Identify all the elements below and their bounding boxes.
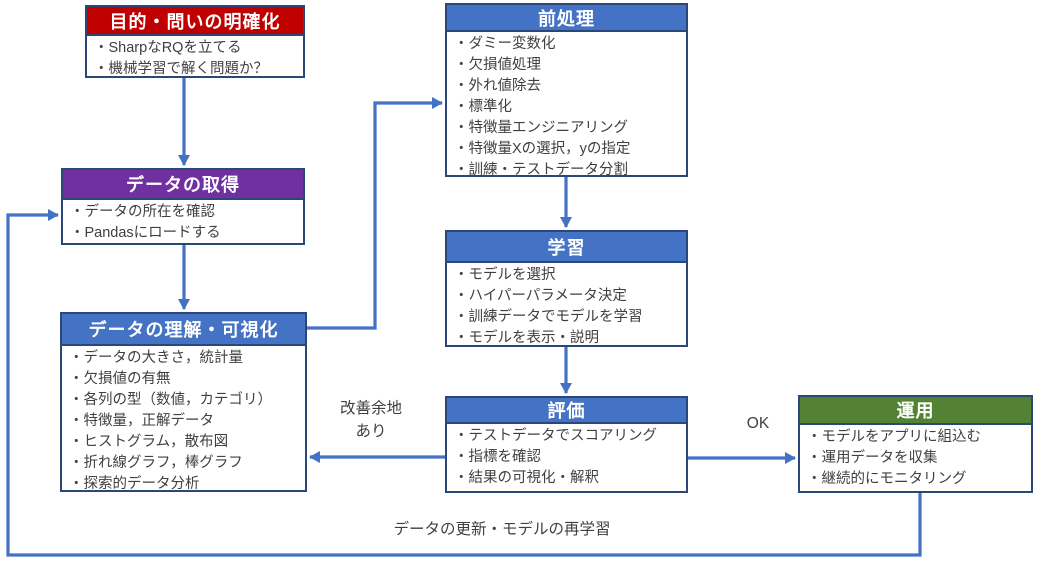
box-title-purpose: 目的・問いの明確化 xyxy=(87,7,303,36)
list-item: ・欠損値の有無 xyxy=(69,371,171,387)
list-item: ・継続的にモニタリング xyxy=(807,471,967,487)
box-title-preprocess: 前処理 xyxy=(447,5,686,32)
edge-label-ok: OK xyxy=(746,415,770,432)
box-items-acquire: ・データの所在を確認 ・Pandasにロードする xyxy=(63,200,303,244)
list-item: ・折れ線グラフ，棒グラフ xyxy=(69,455,243,471)
flow-box-evaluate: 評価 ・テストデータでスコアリング ・指標を確認 ・結果の可視化・解釈 xyxy=(445,396,688,493)
flow-box-understand: データの理解・可視化 ・データの大きさ，統計量 ・欠損値の有無 ・各列の型（数値… xyxy=(60,312,307,492)
list-item: ・結果の可視化・解釈 xyxy=(454,470,599,486)
flow-box-preprocess: 前処理 ・ダミー変数化 ・欠損値処理 ・外れ値除去 ・標準化 ・特徴量エンジニア… xyxy=(445,3,688,178)
list-item: ・データの所在を確認 xyxy=(70,204,215,220)
box-items-train: ・モデルを選択 ・ハイパーパラメータ決定 ・訓練データでモデルを学習 ・モデルを… xyxy=(447,263,686,349)
list-item: ・特徴量Xの選択，yの指定 xyxy=(454,141,631,157)
list-item: ・指標を確認 xyxy=(454,449,541,465)
list-item: ・欠損値処理 xyxy=(454,57,541,73)
list-item: ・機械学習で解く問題か？ xyxy=(94,61,268,77)
edge-label-retrain: データの更新・モデルの再学習 xyxy=(393,521,611,538)
flow-box-acquire: データの取得 ・データの所在を確認 ・Pandasにロードする xyxy=(61,168,305,245)
flow-box-purpose: 目的・問いの明確化 ・SharpなRQを立てる ・機械学習で解く問題か？ xyxy=(85,5,305,78)
list-item: ・Pandasにロードする xyxy=(70,225,221,241)
list-item: ・データの大きさ，統計量 xyxy=(69,350,243,366)
list-item: ・ダミー変数化 xyxy=(454,36,556,52)
box-items-preprocess: ・ダミー変数化 ・欠損値処理 ・外れ値除去 ・標準化 ・特徴量エンジニアリング … xyxy=(447,32,686,181)
edge-label-needs-improvement: 改善余地 あり xyxy=(339,400,402,440)
list-item: ・SharpなRQを立てる xyxy=(94,40,242,56)
list-item: ・外れ値除去 xyxy=(454,78,541,94)
box-items-understand: ・データの大きさ，統計量 ・欠損値の有無 ・各列の型（数値，カテゴリ） ・特徴量… xyxy=(62,346,305,495)
arrow-understand-to-preprocess xyxy=(307,97,443,330)
box-title-acquire: データの取得 xyxy=(63,170,303,200)
list-item: ・モデルをアプリに組込む xyxy=(807,429,981,445)
flow-box-deploy: 運用 ・モデルをアプリに組込む ・運用データを収集 ・継続的にモニタリング xyxy=(798,395,1033,493)
box-title-deploy: 運用 xyxy=(800,397,1031,425)
list-item: ・モデルを選択 xyxy=(454,267,556,283)
list-item: ・モデルを表示・説明 xyxy=(454,330,599,346)
box-title-evaluate: 評価 xyxy=(447,398,686,424)
arrow-deploy-to-acquire-feedback xyxy=(6,209,922,557)
box-items-purpose: ・SharpなRQを立てる ・機械学習で解く問題か？ xyxy=(87,36,303,80)
list-item: ・特徴量，正解データ xyxy=(69,413,214,429)
list-item: ・ハイパーパラメータ決定 xyxy=(454,288,627,304)
list-item: ・特徴量エンジニアリング xyxy=(454,120,628,136)
list-item: ・訓練・テストデータ分割 xyxy=(454,162,628,178)
list-item: ・探索的データ分析 xyxy=(69,476,200,492)
box-items-deploy: ・モデルをアプリに組込む ・運用データを収集 ・継続的にモニタリング xyxy=(800,425,1031,490)
list-item: ・ヒストグラム，散布図 xyxy=(69,434,229,450)
box-items-evaluate: ・テストデータでスコアリング ・指標を確認 ・結果の可視化・解釈 xyxy=(447,424,686,489)
flow-box-train: 学習 ・モデルを選択 ・ハイパーパラメータ決定 ・訓練データでモデルを学習 ・モ… xyxy=(445,230,688,347)
box-title-train: 学習 xyxy=(447,232,686,263)
list-item: ・運用データを収集 xyxy=(807,450,938,466)
list-item: ・テストデータでスコアリング xyxy=(454,428,657,444)
list-item: ・標準化 xyxy=(454,99,512,115)
box-title-understand: データの理解・可視化 xyxy=(62,314,305,346)
list-item: ・訓練データでモデルを学習 xyxy=(454,309,643,325)
list-item: ・各列の型（数値，カテゴリ） xyxy=(69,392,272,408)
